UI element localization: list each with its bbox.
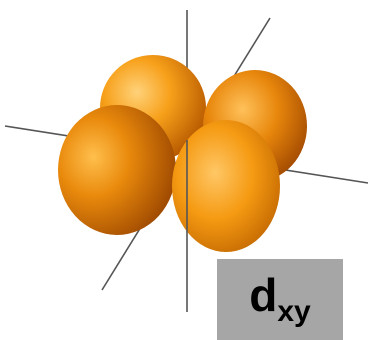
orbital-label-main: d bbox=[249, 269, 278, 321]
orbital-label-subscript: xy bbox=[277, 295, 311, 328]
orbital-label-box: dxy bbox=[217, 259, 343, 340]
lobe-front-left bbox=[58, 105, 176, 235]
lobe-front-right bbox=[172, 120, 280, 252]
orbital-label: dxy bbox=[249, 272, 310, 327]
